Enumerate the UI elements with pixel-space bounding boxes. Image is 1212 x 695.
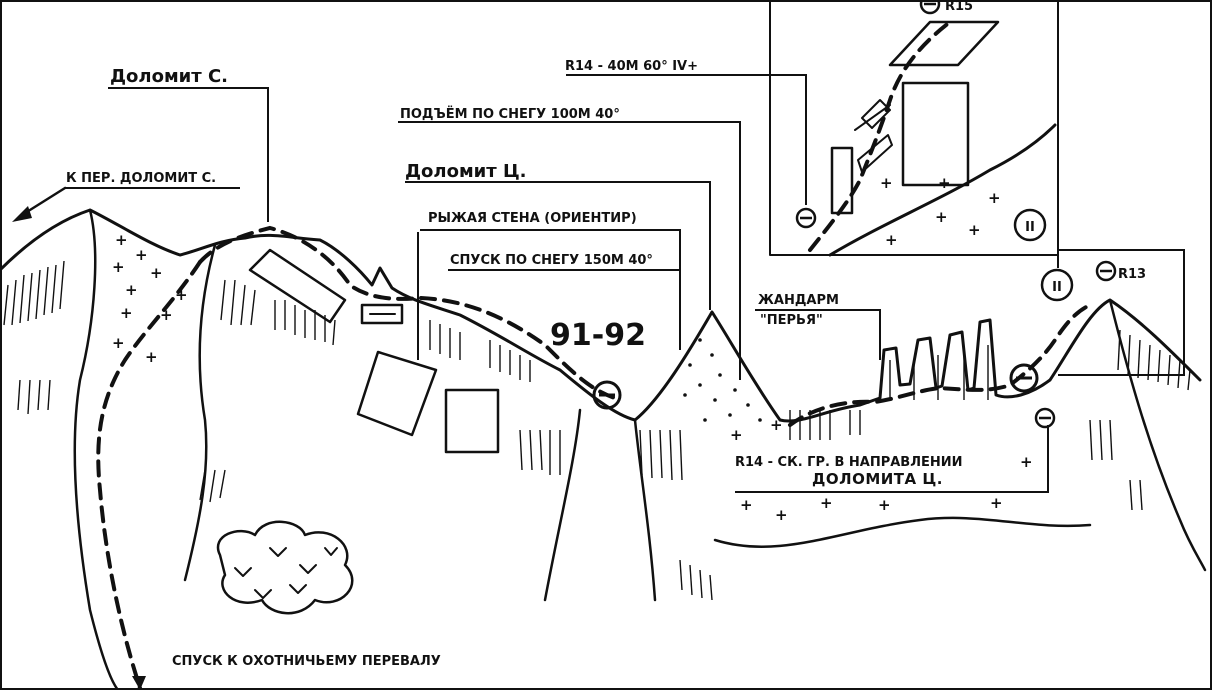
main-route	[198, 225, 617, 400]
ridge-route	[788, 303, 1092, 427]
central-gully-right	[633, 418, 657, 602]
svg-text:+: +	[938, 174, 951, 192]
central-gully-left	[543, 408, 582, 602]
svg-text:+: +	[125, 281, 138, 299]
small-block	[360, 303, 404, 325]
svg-text:+: +	[145, 348, 158, 366]
svg-text:+: +	[1020, 453, 1033, 471]
svg-text:+: +	[120, 304, 133, 322]
left-valley-line	[183, 243, 217, 582]
descent-route	[96, 260, 202, 690]
rock-hatching	[3, 260, 1191, 601]
label-gendarme: ЖАНДАРМ	[758, 293, 839, 308]
right-slope-line	[1108, 298, 1207, 572]
ridge-outline	[0, 208, 1202, 423]
svg-text:+: +	[820, 494, 833, 512]
label-snow-ascent: ПОДЪЁМ ПО СНЕГУ 100М 40°	[400, 106, 620, 122]
belay-icon-r15	[919, 0, 941, 15]
label-r14-rope: R14 - 40М 60° IV+	[565, 59, 698, 74]
dotted-snow-slope	[683, 338, 762, 422]
belay-symbols	[592, 0, 1117, 429]
section-label: II	[1052, 280, 1062, 295]
svg-text:+: +	[935, 208, 948, 226]
bush-outline	[216, 520, 354, 615]
snowfield-line	[713, 516, 1092, 548]
pitch-inset	[769, 0, 1059, 257]
bush-marks	[234, 547, 338, 599]
svg-text:+: +	[150, 264, 163, 282]
svg-text:+: +	[775, 506, 788, 524]
route-number: 91-92	[550, 318, 646, 353]
svg-text:+: +	[988, 189, 1001, 207]
label-r13: R13	[1118, 267, 1146, 282]
svg-text:+: +	[115, 231, 128, 249]
slab-top	[248, 248, 347, 324]
red-wall-slab-right	[444, 388, 500, 454]
belay-icon-r13	[1095, 260, 1117, 282]
label-snow-descent: СПУСК ПО СНЕГУ 150М 40°	[450, 253, 653, 268]
section-marker-inset: II	[1013, 208, 1047, 242]
label-dolomit-c: Доломит Ц.	[405, 161, 527, 182]
inset-route	[808, 20, 952, 252]
svg-text:+: +	[112, 334, 125, 352]
label-to-pass: К ПЕР. ДОЛОМИТ С.	[66, 171, 216, 186]
snow-marks: ++ ++ ++ ++ ++ ++ + ++ ++ + ++ ++ ++	[112, 174, 1033, 524]
svg-text:+: +	[885, 231, 898, 249]
svg-text:+: +	[112, 258, 125, 276]
label-descent-pass: СПУСК К ОХОТНИЧЬЕМУ ПЕРЕВАЛУ	[172, 654, 441, 669]
svg-text:+: +	[880, 174, 893, 192]
leader-lines	[108, 0, 1185, 493]
belay-icon-main	[592, 380, 622, 410]
label-red-wall: РЫЖАЯ СТЕНА (ОРИЕНТИР)	[428, 211, 637, 226]
svg-text:+: +	[730, 426, 743, 444]
label-r14-direction: ДОЛОМИТА Ц.	[812, 470, 943, 488]
svg-text:+: +	[770, 416, 783, 434]
section-label: II	[1025, 220, 1035, 235]
svg-text:+: +	[990, 494, 1003, 512]
descent-arrow	[132, 676, 146, 690]
left-couloir-line	[73, 208, 120, 692]
svg-text:+: +	[968, 221, 981, 239]
belay-icon-inset	[795, 207, 817, 229]
label-r14-ridge: R14 - СК. ГР. В НАПРАВЛЕНИИ	[735, 455, 963, 470]
belay-icon-r14	[1034, 407, 1056, 429]
label-dolomit-s: Доломит С.	[110, 66, 228, 87]
red-wall-slab-left	[356, 350, 438, 437]
label-gendarme-name: "ПЕРЬЯ"	[760, 313, 823, 328]
section-marker-ridge: II	[1040, 268, 1074, 302]
svg-text:+: +	[878, 496, 891, 514]
belay-icon-ridge	[1009, 363, 1039, 393]
svg-text:+: +	[135, 246, 148, 264]
label-r15: R15	[945, 0, 973, 14]
svg-text:+: +	[740, 496, 753, 514]
arrow-to-pass	[12, 186, 240, 222]
